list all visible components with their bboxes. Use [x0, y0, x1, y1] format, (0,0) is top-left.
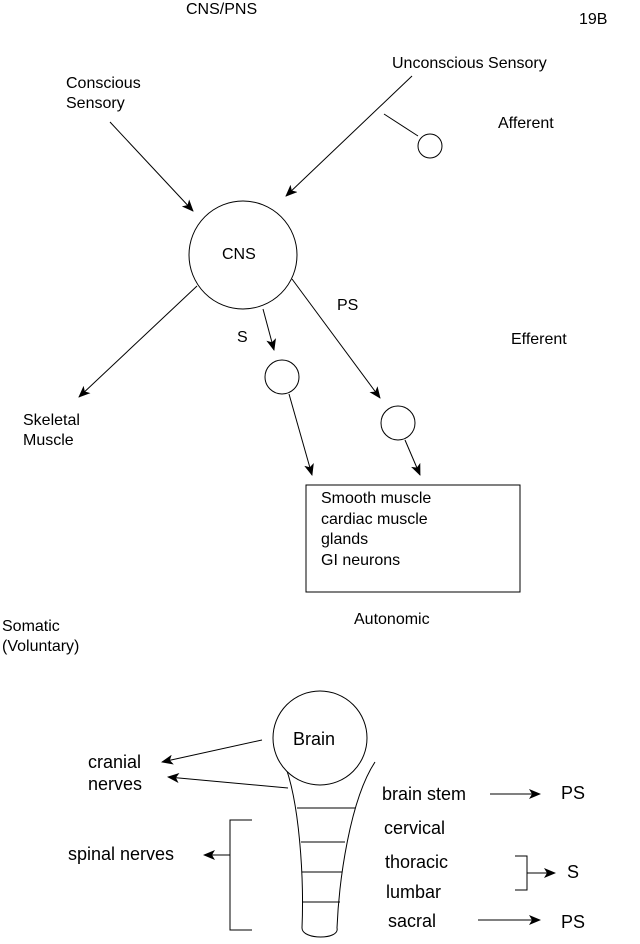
conscious-sensory-arrow [109, 121, 194, 212]
target-gi-neurons: GI neurons [321, 551, 401, 569]
thoracic-label: thoracic [385, 852, 449, 872]
skeletal-muscle-label-line1: Skeletal [23, 412, 80, 429]
lumbar-label: lumbar [386, 882, 442, 902]
sympathetic-label: S [237, 329, 248, 346]
target-glands: glands [321, 531, 369, 548]
efferent-label: Efferent [511, 331, 567, 348]
page-title: CNS/PNS [186, 1, 258, 18]
target-cardiac-muscle: cardiac muscle [321, 510, 428, 528]
sympathetic-ganglion-circle [264, 359, 300, 395]
cranial-nerves-label-line1: cranial [88, 752, 142, 772]
autonomic-targets-box [305, 484, 521, 593]
afferent-label: Afferent [498, 115, 554, 132]
unconscious-sensory-arrow [285, 75, 413, 197]
ganglion-connector-line [383, 113, 419, 137]
cranial-nerve-arrow-1 [161, 739, 263, 765]
sympathetic-post-arrow [288, 393, 314, 476]
brain-label: Brain [293, 729, 336, 749]
cns-circle [188, 200, 298, 310]
spinal-nerves-label: spinal nerves [68, 844, 175, 864]
sensory-ganglion-circle [417, 133, 443, 159]
brain-stem-target-label: PS [561, 783, 586, 803]
parasympathetic-pre-arrow [291, 278, 381, 399]
cranial-nerve-arrow-2 [167, 773, 289, 789]
sympathetic-pre-arrow [262, 308, 276, 351]
sacral-target-label: PS [561, 912, 586, 932]
parasympathetic-ganglion-circle [380, 405, 416, 441]
parasympathetic-post-arrow [404, 439, 421, 476]
skeletal-muscle-label-line2: Muscle [23, 432, 74, 449]
thoracolumbar-target-label: S [567, 862, 580, 882]
cns-label: CNS [222, 246, 256, 263]
page-number: 19B [579, 11, 608, 28]
somatic-label-line1: Somatic [2, 618, 60, 635]
brain-circle [272, 690, 368, 786]
spinal-nerves-bracket [229, 819, 252, 931]
sacral-label: sacral [388, 911, 437, 931]
autonomic-label: Autonomic [354, 611, 430, 628]
cranial-nerves-label-line2: nerves [88, 774, 143, 794]
cervical-label: cervical [384, 818, 446, 838]
unconscious-sensory-label: Unconscious Sensory [392, 55, 547, 72]
brain-stem-label: brain stem [382, 784, 467, 804]
autonomic-targets-list: Smooth muscle cardiac muscle glands GI n… [321, 489, 431, 571]
conscious-sensory-label-line1: Conscious [66, 75, 141, 92]
skeletal-muscle-arrow [78, 285, 198, 398]
spinal-cord-outline [282, 759, 376, 938]
parasympathetic-label: PS [337, 297, 359, 314]
thoracolumbar-bracket [515, 855, 528, 891]
target-smooth-muscle: Smooth muscle [321, 490, 432, 507]
conscious-sensory-label-line2: Sensory [66, 95, 125, 112]
somatic-label-line2: (Voluntary) [2, 638, 80, 655]
